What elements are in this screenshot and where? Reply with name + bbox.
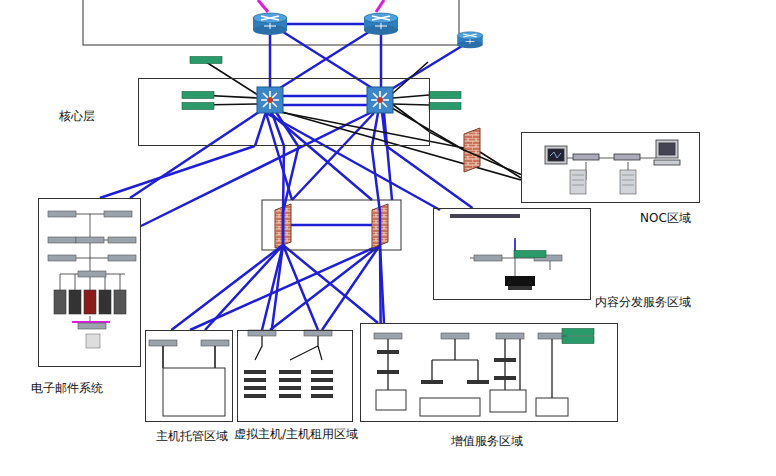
hosting-area-box: 主机托管区域 — [145, 330, 233, 422]
network-link — [171, 146, 284, 330]
noc-area-box: NOC区域 — [521, 132, 700, 203]
region-label: NOC区域 — [640, 211, 691, 225]
content-distribution-box: 内容分发服务区域 — [433, 208, 591, 300]
network-link — [372, 146, 381, 323]
network-link — [272, 146, 299, 330]
virtual-host-box: 虚拟主机/主机租用区域 — [237, 330, 353, 422]
core-layer-box: 核心层 — [138, 78, 430, 146]
region-label: 主机托管区域 — [156, 429, 228, 443]
region-label: 增值服务区域 — [451, 434, 523, 448]
network-link — [430, 132, 521, 174]
region-label: 核心层 — [59, 109, 95, 123]
value-added-box: 增值服务区域 — [360, 323, 618, 422]
email-system-box: 电子邮件系统 — [38, 198, 141, 367]
network-link — [386, 146, 472, 208]
region-label: 虚拟主机/主机租用区域 — [234, 427, 358, 441]
network-link — [100, 146, 255, 198]
region-label: 内容分发服务区域 — [595, 295, 691, 309]
region-label: 电子邮件系统 — [31, 381, 103, 395]
